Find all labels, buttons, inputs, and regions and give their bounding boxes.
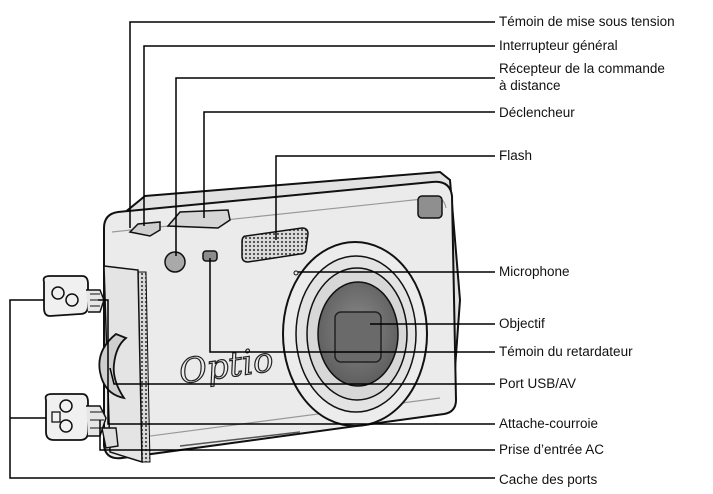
leader-port-cover — [9, 299, 495, 479]
leader-flash — [275, 155, 495, 240]
label-microphone: Microphone — [499, 264, 570, 279]
leader-shutter — [203, 111, 495, 218]
label-ac-input: Prise d’entrée AC — [499, 442, 605, 457]
leader-power-lamp — [129, 21, 495, 228]
leader-lines — [9, 21, 495, 479]
microphone-hole — [293, 270, 299, 276]
shutter-button — [166, 209, 231, 229]
label-port-cover: Cache des ports — [499, 472, 598, 487]
leader-power-switch — [143, 45, 495, 226]
usb-av-port — [98, 332, 128, 400]
leader-remote-receiver — [175, 77, 495, 256]
label-power-switch: Interrupteur général — [499, 38, 618, 53]
leader-self-timer — [209, 258, 495, 353]
label-usb-av-port: Port USB/AV — [499, 376, 577, 391]
label-power-lamp: Témoin de mise sous tension — [499, 14, 675, 29]
label-lens: Objectif — [499, 316, 545, 331]
flash-window — [241, 227, 309, 263]
leader-usb-av — [109, 367, 495, 385]
label-strap-lug: Attache-courroie — [499, 416, 599, 431]
leader-ac-input — [99, 420, 495, 451]
leader-strap-lug — [98, 299, 495, 425]
label-flash: Flash — [499, 148, 533, 163]
label-self-timer-lamp: Témoin du retardateur — [499, 344, 633, 359]
label-shutter-release: Déclencheur — [499, 105, 575, 120]
label-remote-receiver-line2: à distance — [499, 78, 561, 93]
viewfinder-window — [417, 195, 443, 219]
remote-receiver — [164, 251, 186, 273]
port-cover-upper — [42, 275, 89, 317]
label-remote-receiver-line1: Récepteur de la commande — [499, 61, 665, 76]
power-button — [128, 221, 161, 237]
